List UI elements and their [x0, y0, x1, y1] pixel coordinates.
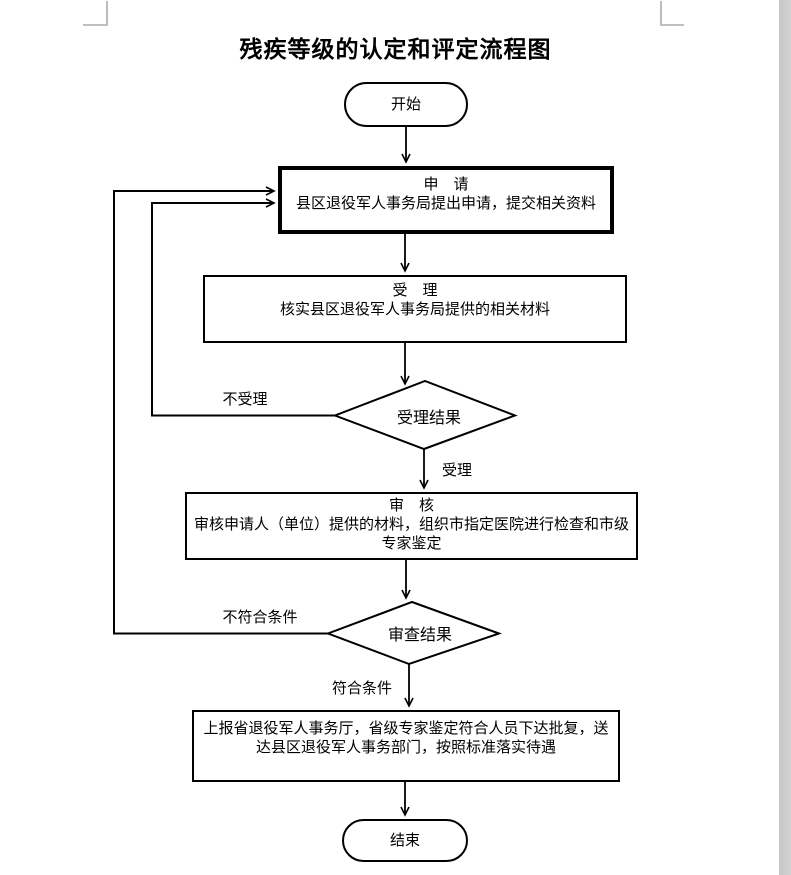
review-result-diamond	[325, 600, 503, 666]
edge-label-accepted: 受理	[441, 462, 473, 479]
page-edge	[779, 0, 791, 875]
apply-step-box: 申 请 县区退役军人事务局提出申请，提交相关资料	[278, 166, 614, 234]
apply-step-desc: 县区退役军人事务局提出申请，提交相关资料	[295, 195, 596, 212]
accept-step-heading: 受 理	[392, 282, 438, 299]
accept-step-box: 受 理 核实县区退役军人事务局提供的相关材料	[203, 275, 627, 343]
review-step-heading: 审 核	[388, 497, 434, 514]
accept-result-label: 受理结果	[396, 410, 462, 427]
page-title: 残疾等级的认定和评定流程图	[239, 36, 552, 63]
review-result-label: 审查结果	[387, 627, 453, 644]
accept-step-desc: 核实县区退役军人事务局提供的相关材料	[279, 301, 550, 318]
start-label: 开始	[390, 96, 421, 113]
margin-corner-mark-right	[660, 1, 684, 26]
edge-label-not-qualified: 不符合条件	[222, 609, 298, 626]
apply-step-heading: 申 请	[423, 176, 469, 193]
end-node: 结束	[342, 819, 468, 862]
start-node: 开始	[344, 82, 468, 127]
connector-not-accepted-loop	[151, 198, 335, 417]
report-step-box: 上报省退役军人事务厅，省级专家鉴定符合人员下达批复，送达县区退役军人事务部门，按…	[192, 710, 620, 782]
edge-label-not-accepted: 不受理	[222, 391, 268, 408]
edge-label-qualified: 符合条件	[331, 680, 393, 697]
review-step-desc: 审核申请人（单位）提供的材料，组织市指定医院进行检查和市级专家鉴定	[193, 516, 629, 552]
connector-not-qualified-loop	[113, 186, 328, 635]
end-label: 结束	[389, 832, 420, 849]
margin-corner-mark-left	[83, 1, 108, 26]
accept-result-diamond	[332, 379, 518, 451]
review-step-box: 审 核 审核申请人（单位）提供的材料，组织市指定医院进行检查和市级专家鉴定	[185, 492, 638, 560]
report-step-desc: 上报省退役军人事务厅，省级专家鉴定符合人员下达批复，送达县区退役军人事务部门，按…	[203, 720, 609, 756]
